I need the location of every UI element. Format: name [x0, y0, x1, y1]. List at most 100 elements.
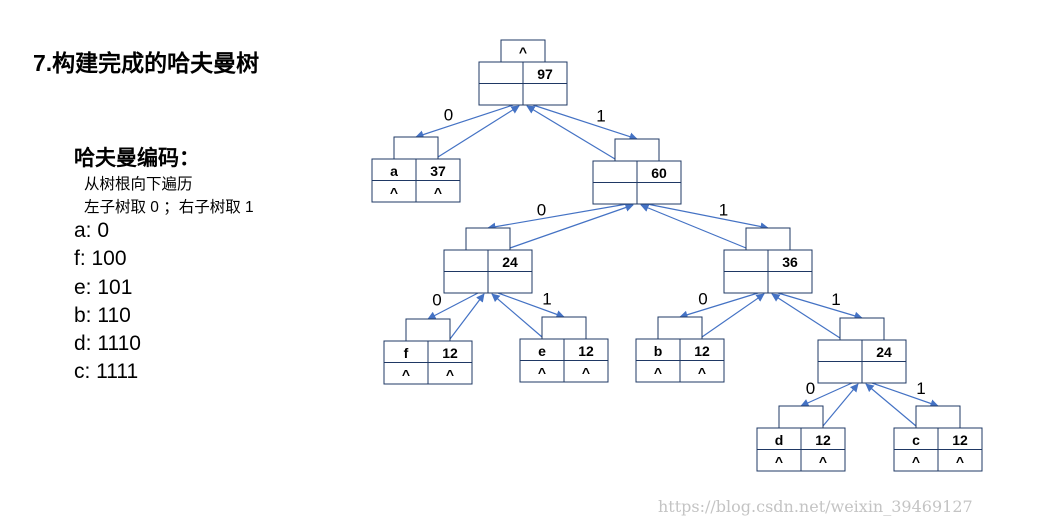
- node-weight: 12: [952, 432, 968, 448]
- node-right-pointer: ^: [446, 366, 454, 382]
- tree-edge-n97-na: 0: [415, 104, 520, 158]
- encoding-desc-traverse: 从树根向下遍历: [84, 176, 193, 193]
- node-left-pointer: ^: [538, 364, 546, 380]
- node-left-pointer: ^: [654, 364, 662, 380]
- edge-label: 0: [444, 106, 453, 125]
- tree-edge-n36-nb: 0: [679, 290, 765, 338]
- node-left-pointer: ^: [912, 453, 920, 469]
- edge-parent-arrow: [701, 293, 765, 338]
- edge-child-arrow: [497, 292, 565, 319]
- tree-edge-n24b-nc: 1: [865, 379, 939, 427]
- node-left-pointer: ^: [402, 366, 410, 382]
- node-char: e: [538, 343, 546, 359]
- watermark: https://blog.csdn.net/weixin_39469127: [658, 497, 973, 516]
- edge-label: 0: [537, 201, 546, 220]
- page-title: 7.构建完成的哈夫曼树: [33, 50, 260, 76]
- tree-nodes: ^97 a 37 ^ ^ 60 24 36 f 12 ^ ^ e 12 ^ ^ b 12 ^ ^ 24 d 12 ^ ^ c 12 ^…: [371, 39, 983, 472]
- tree-node-n60: 60: [592, 138, 682, 205]
- node-char: f: [404, 345, 409, 361]
- node-pointer-box: [541, 316, 587, 340]
- edge-label: 1: [542, 290, 551, 309]
- tree-node-n24a: 24: [443, 227, 533, 294]
- node-weight: 60: [651, 165, 667, 181]
- node-weight: 12: [815, 432, 831, 448]
- edge-child-arrow: [532, 104, 638, 141]
- node-weight: 12: [442, 345, 458, 361]
- tree-edge-n60-n36: 1: [640, 201, 769, 249]
- node-weight: 24: [502, 254, 518, 270]
- tree-node-n36: 36: [723, 227, 813, 294]
- edge-parent-arrow: [437, 105, 520, 158]
- node-char: b: [654, 343, 663, 359]
- tree-edge-n24a-ne: 1: [491, 290, 565, 338]
- node-pointer-box: [915, 405, 961, 429]
- tree-edges: 0 1 0 1 0 1 0 1 0 1: [415, 104, 939, 427]
- tree-edge-n60-n24a: 0: [487, 201, 634, 249]
- node-weight: 37: [430, 163, 446, 179]
- code-item-a: a: 0: [74, 219, 110, 242]
- edge-parent-arrow: [640, 203, 747, 249]
- node-char: c: [912, 432, 920, 448]
- code-item-e: e: 101: [74, 275, 133, 299]
- edge-parent-arrow: [865, 383, 917, 427]
- node-left-pointer: ^: [775, 453, 783, 469]
- edge-child-arrow: [800, 382, 853, 407]
- edge-parent-arrow: [526, 105, 616, 160]
- edge-parent-arrow: [771, 293, 841, 339]
- edge-child-arrow: [679, 292, 759, 319]
- node-weight: 12: [578, 343, 594, 359]
- node-pointer-box: [745, 227, 791, 251]
- encoding-title: 哈夫曼编码：: [74, 147, 200, 170]
- node-right-pointer: ^: [956, 453, 964, 469]
- node-pointer-box: [614, 138, 660, 162]
- tree-node-na: a 37 ^ ^: [371, 136, 461, 203]
- tree-edge-n36-n24b: 1: [771, 290, 863, 339]
- tree-node-nf: f 12 ^ ^: [383, 318, 473, 385]
- edge-parent-arrow: [449, 293, 485, 340]
- node-pointer-box: [657, 316, 703, 340]
- tree-node-nc: c 12 ^ ^: [893, 405, 983, 472]
- edge-child-arrow: [487, 203, 628, 231]
- tree-edge-n24a-nf: 0: [427, 291, 485, 340]
- tree-edge-n97-n60: 1: [526, 104, 638, 160]
- edge-child-arrow: [415, 104, 514, 139]
- edge-label: 0: [806, 379, 815, 398]
- edge-child-arrow: [646, 203, 769, 231]
- code-item-f: f: 100: [74, 247, 127, 271]
- node-pointer-box: [465, 227, 511, 251]
- edge-label: 0: [698, 290, 707, 309]
- node-pointer-box: [778, 405, 824, 429]
- edge-parent-arrow: [822, 383, 859, 427]
- edge-label: 1: [719, 201, 728, 220]
- node-left-pointer: ^: [390, 184, 398, 200]
- code-list: a: 0 f: 100 e: 101 b: 110 d: 1110 c: 111…: [74, 217, 141, 387]
- node-right-pointer: ^: [582, 364, 590, 380]
- node-char: a: [390, 163, 398, 179]
- tree-node-nb: b 12 ^ ^: [635, 316, 725, 383]
- tree-edge-n24b-nd: 0: [800, 379, 859, 427]
- node-weight: 24: [876, 344, 892, 360]
- edge-child-arrow: [777, 292, 863, 320]
- edge-child-arrow: [871, 382, 939, 408]
- node-parent-pointer: ^: [519, 44, 527, 60]
- code-item-b: b: 110: [74, 303, 131, 327]
- node-pointer-box: [839, 317, 885, 341]
- tree-node-ne: e 12 ^ ^: [519, 316, 609, 383]
- edge-label: 0: [432, 291, 441, 310]
- edge-parent-arrow: [491, 293, 543, 338]
- edge-parent-arrow: [509, 203, 634, 249]
- encoding-desc-rule: 左子树取 0 ；右子树取 1: [84, 199, 254, 216]
- node-right-pointer: ^: [434, 184, 442, 200]
- code-item-c: c: 1111: [74, 360, 139, 384]
- node-weight: 36: [782, 254, 798, 270]
- node-char: d: [775, 432, 784, 448]
- edge-label: 1: [916, 379, 925, 398]
- node-right-pointer: ^: [698, 364, 706, 380]
- tree-node-n97: ^97: [478, 39, 568, 106]
- node-weight: 12: [694, 343, 710, 359]
- edge-label: 1: [596, 107, 605, 126]
- edge-label: 1: [831, 290, 840, 309]
- edge-child-arrow: [427, 292, 479, 320]
